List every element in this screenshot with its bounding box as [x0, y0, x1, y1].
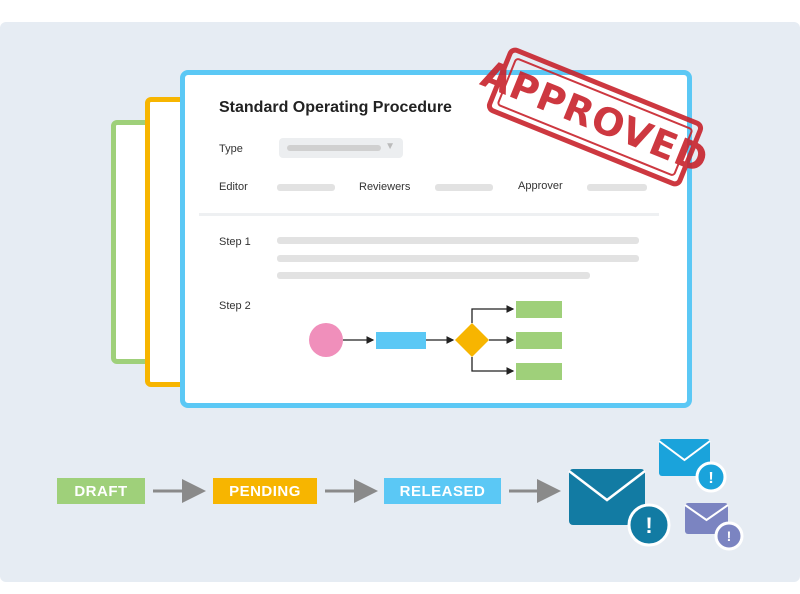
flowchart-decision-node	[455, 323, 489, 357]
alert-badge-icon: !	[714, 521, 744, 551]
approver-label: Approver	[518, 180, 563, 192]
step1-text-line-3	[277, 272, 590, 279]
flowchart-start-node	[309, 323, 343, 357]
step1-text-line-2	[277, 255, 639, 262]
document-title: Standard Operating Procedure	[219, 99, 452, 116]
envelope-icon	[658, 439, 711, 476]
chevron-down-icon: ▼	[385, 141, 395, 152]
alert-badge-text: !	[708, 470, 713, 487]
alert-badge-icon: !	[627, 503, 671, 547]
reviewers-value-bar	[435, 184, 493, 191]
editor-label: Editor	[219, 181, 248, 193]
step2-flowchart	[309, 301, 562, 380]
alert-badge-text: !	[727, 528, 732, 544]
reviewers-label: Reviewers	[359, 181, 411, 193]
alert-badge-text: !	[645, 513, 652, 538]
flowchart-process-node	[376, 332, 426, 349]
status-draft: DRAFT	[57, 478, 145, 504]
step2-label: Step 2	[219, 300, 251, 312]
editor-value-bar	[277, 184, 335, 191]
status-released: RELEASED	[384, 478, 501, 504]
type-select[interactable]: ▼	[279, 138, 403, 158]
step1-label: Step 1	[219, 236, 251, 248]
type-label: Type	[219, 143, 243, 155]
flowchart-outcome-node	[516, 363, 562, 380]
flowchart-connector	[471, 305, 515, 323]
flowchart-outcome-node	[516, 332, 562, 349]
flowchart-outcome-node	[516, 301, 562, 318]
section-divider	[199, 213, 659, 216]
envelope-icon	[568, 469, 646, 525]
envelope-icon	[684, 503, 729, 534]
flowchart-connector	[471, 357, 515, 375]
status-pending: PENDING	[213, 478, 317, 504]
type-select-placeholder-bar	[287, 145, 381, 151]
step1-text-line-1	[277, 237, 639, 244]
alert-badge-icon: !	[695, 461, 727, 493]
approver-value-bar	[587, 184, 647, 191]
